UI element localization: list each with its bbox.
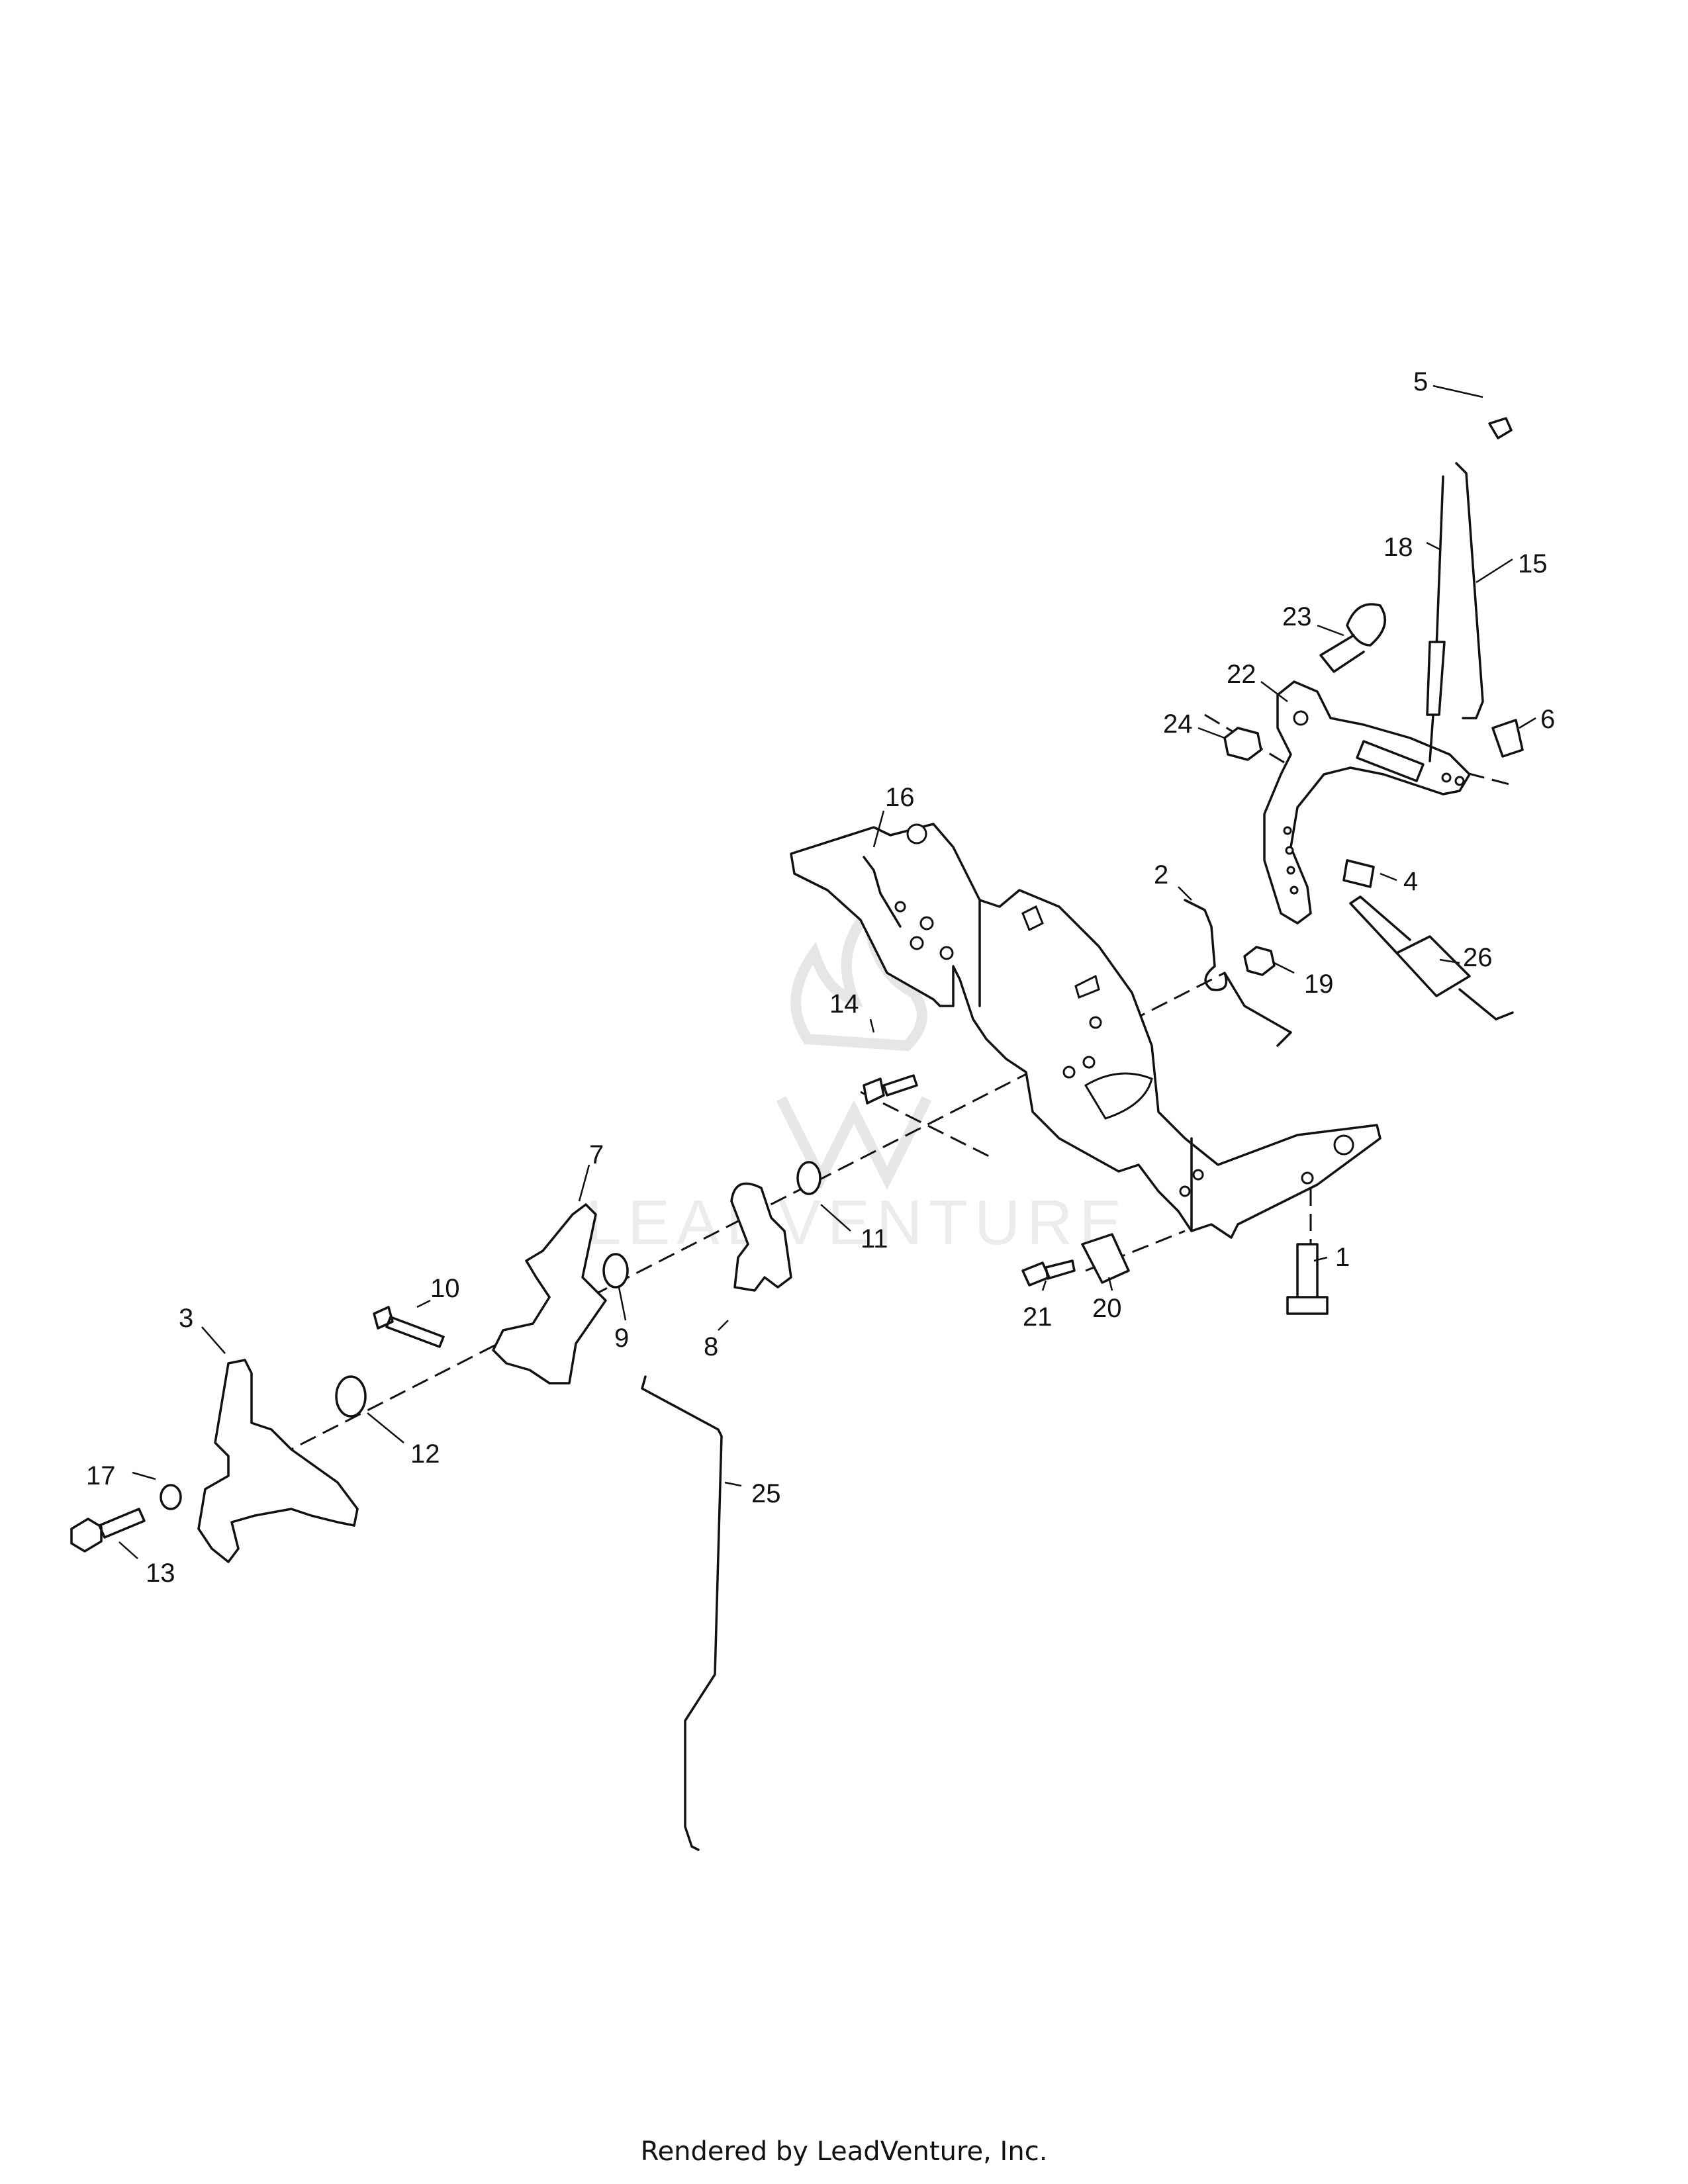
callout-16: 16 xyxy=(885,783,915,812)
nut-19 xyxy=(1243,946,1276,976)
callout-15: 15 xyxy=(1518,549,1548,578)
leader-lines xyxy=(118,385,1536,1559)
callout-2: 2 xyxy=(1154,860,1168,889)
throttle-lever xyxy=(1263,680,1471,925)
callout-24: 24 xyxy=(1163,709,1193,739)
callout-8: 8 xyxy=(704,1332,718,1361)
callout-4: 4 xyxy=(1403,867,1418,896)
screw-21 xyxy=(1021,1259,1076,1287)
callout-21: 21 xyxy=(1023,1302,1053,1332)
long-rod xyxy=(641,1375,723,1851)
watermark-text: LEADVENTURE xyxy=(586,1187,1129,1258)
clip-20 xyxy=(1081,1233,1130,1284)
washer-9 xyxy=(602,1253,629,1289)
callout-7: 7 xyxy=(589,1140,604,1169)
callout-18: 18 xyxy=(1383,533,1413,562)
callout-25: 25 xyxy=(751,1479,781,1508)
callout-17: 17 xyxy=(86,1461,116,1490)
callout-10: 10 xyxy=(430,1274,460,1303)
callout-13: 13 xyxy=(146,1559,175,1588)
torsion-spring xyxy=(1184,899,1292,1047)
callout-19: 19 xyxy=(1304,970,1334,999)
cap-5 xyxy=(1488,417,1513,439)
arm-7 xyxy=(492,1203,607,1385)
callout-1: 1 xyxy=(1335,1243,1350,1272)
nut-24 xyxy=(1223,727,1262,761)
bracket-3 xyxy=(197,1359,359,1563)
spring-26 xyxy=(1349,895,1514,1021)
pin-23 xyxy=(1319,603,1386,673)
bolt-1 xyxy=(1286,1243,1329,1315)
bolt-14 xyxy=(863,1074,918,1105)
washer-11 xyxy=(796,1161,821,1195)
spring-link xyxy=(1426,475,1446,762)
callout-26: 26 xyxy=(1463,943,1493,972)
throttle-rod xyxy=(1455,462,1484,719)
callout-9: 9 xyxy=(614,1324,629,1353)
callout-3: 3 xyxy=(179,1304,193,1333)
callout-23: 23 xyxy=(1282,602,1312,631)
callout-22: 22 xyxy=(1227,660,1256,689)
callouts: 1 2 3 4 5 6 7 8 9 10 11 12 13 14 15 16 1… xyxy=(86,367,1555,1588)
washer-12 xyxy=(335,1375,367,1418)
bolt-13 xyxy=(70,1508,146,1553)
bolt-10 xyxy=(373,1306,445,1348)
callout-14: 14 xyxy=(829,989,859,1019)
callout-11: 11 xyxy=(861,1224,888,1253)
callout-12: 12 xyxy=(410,1439,440,1469)
bracket-8 xyxy=(730,1182,792,1292)
watermark: LEADVENTURE xyxy=(586,900,1129,1258)
washer-17 xyxy=(160,1484,182,1510)
callout-20: 20 xyxy=(1092,1294,1122,1323)
spring-4 xyxy=(1342,859,1375,888)
mounting-plate xyxy=(790,823,1382,1239)
clip-6 xyxy=(1491,719,1524,758)
render-credit: Rendered by LeadVenture, Inc. xyxy=(640,2136,1048,2167)
callout-6: 6 xyxy=(1540,705,1555,734)
callout-5: 5 xyxy=(1413,367,1428,396)
